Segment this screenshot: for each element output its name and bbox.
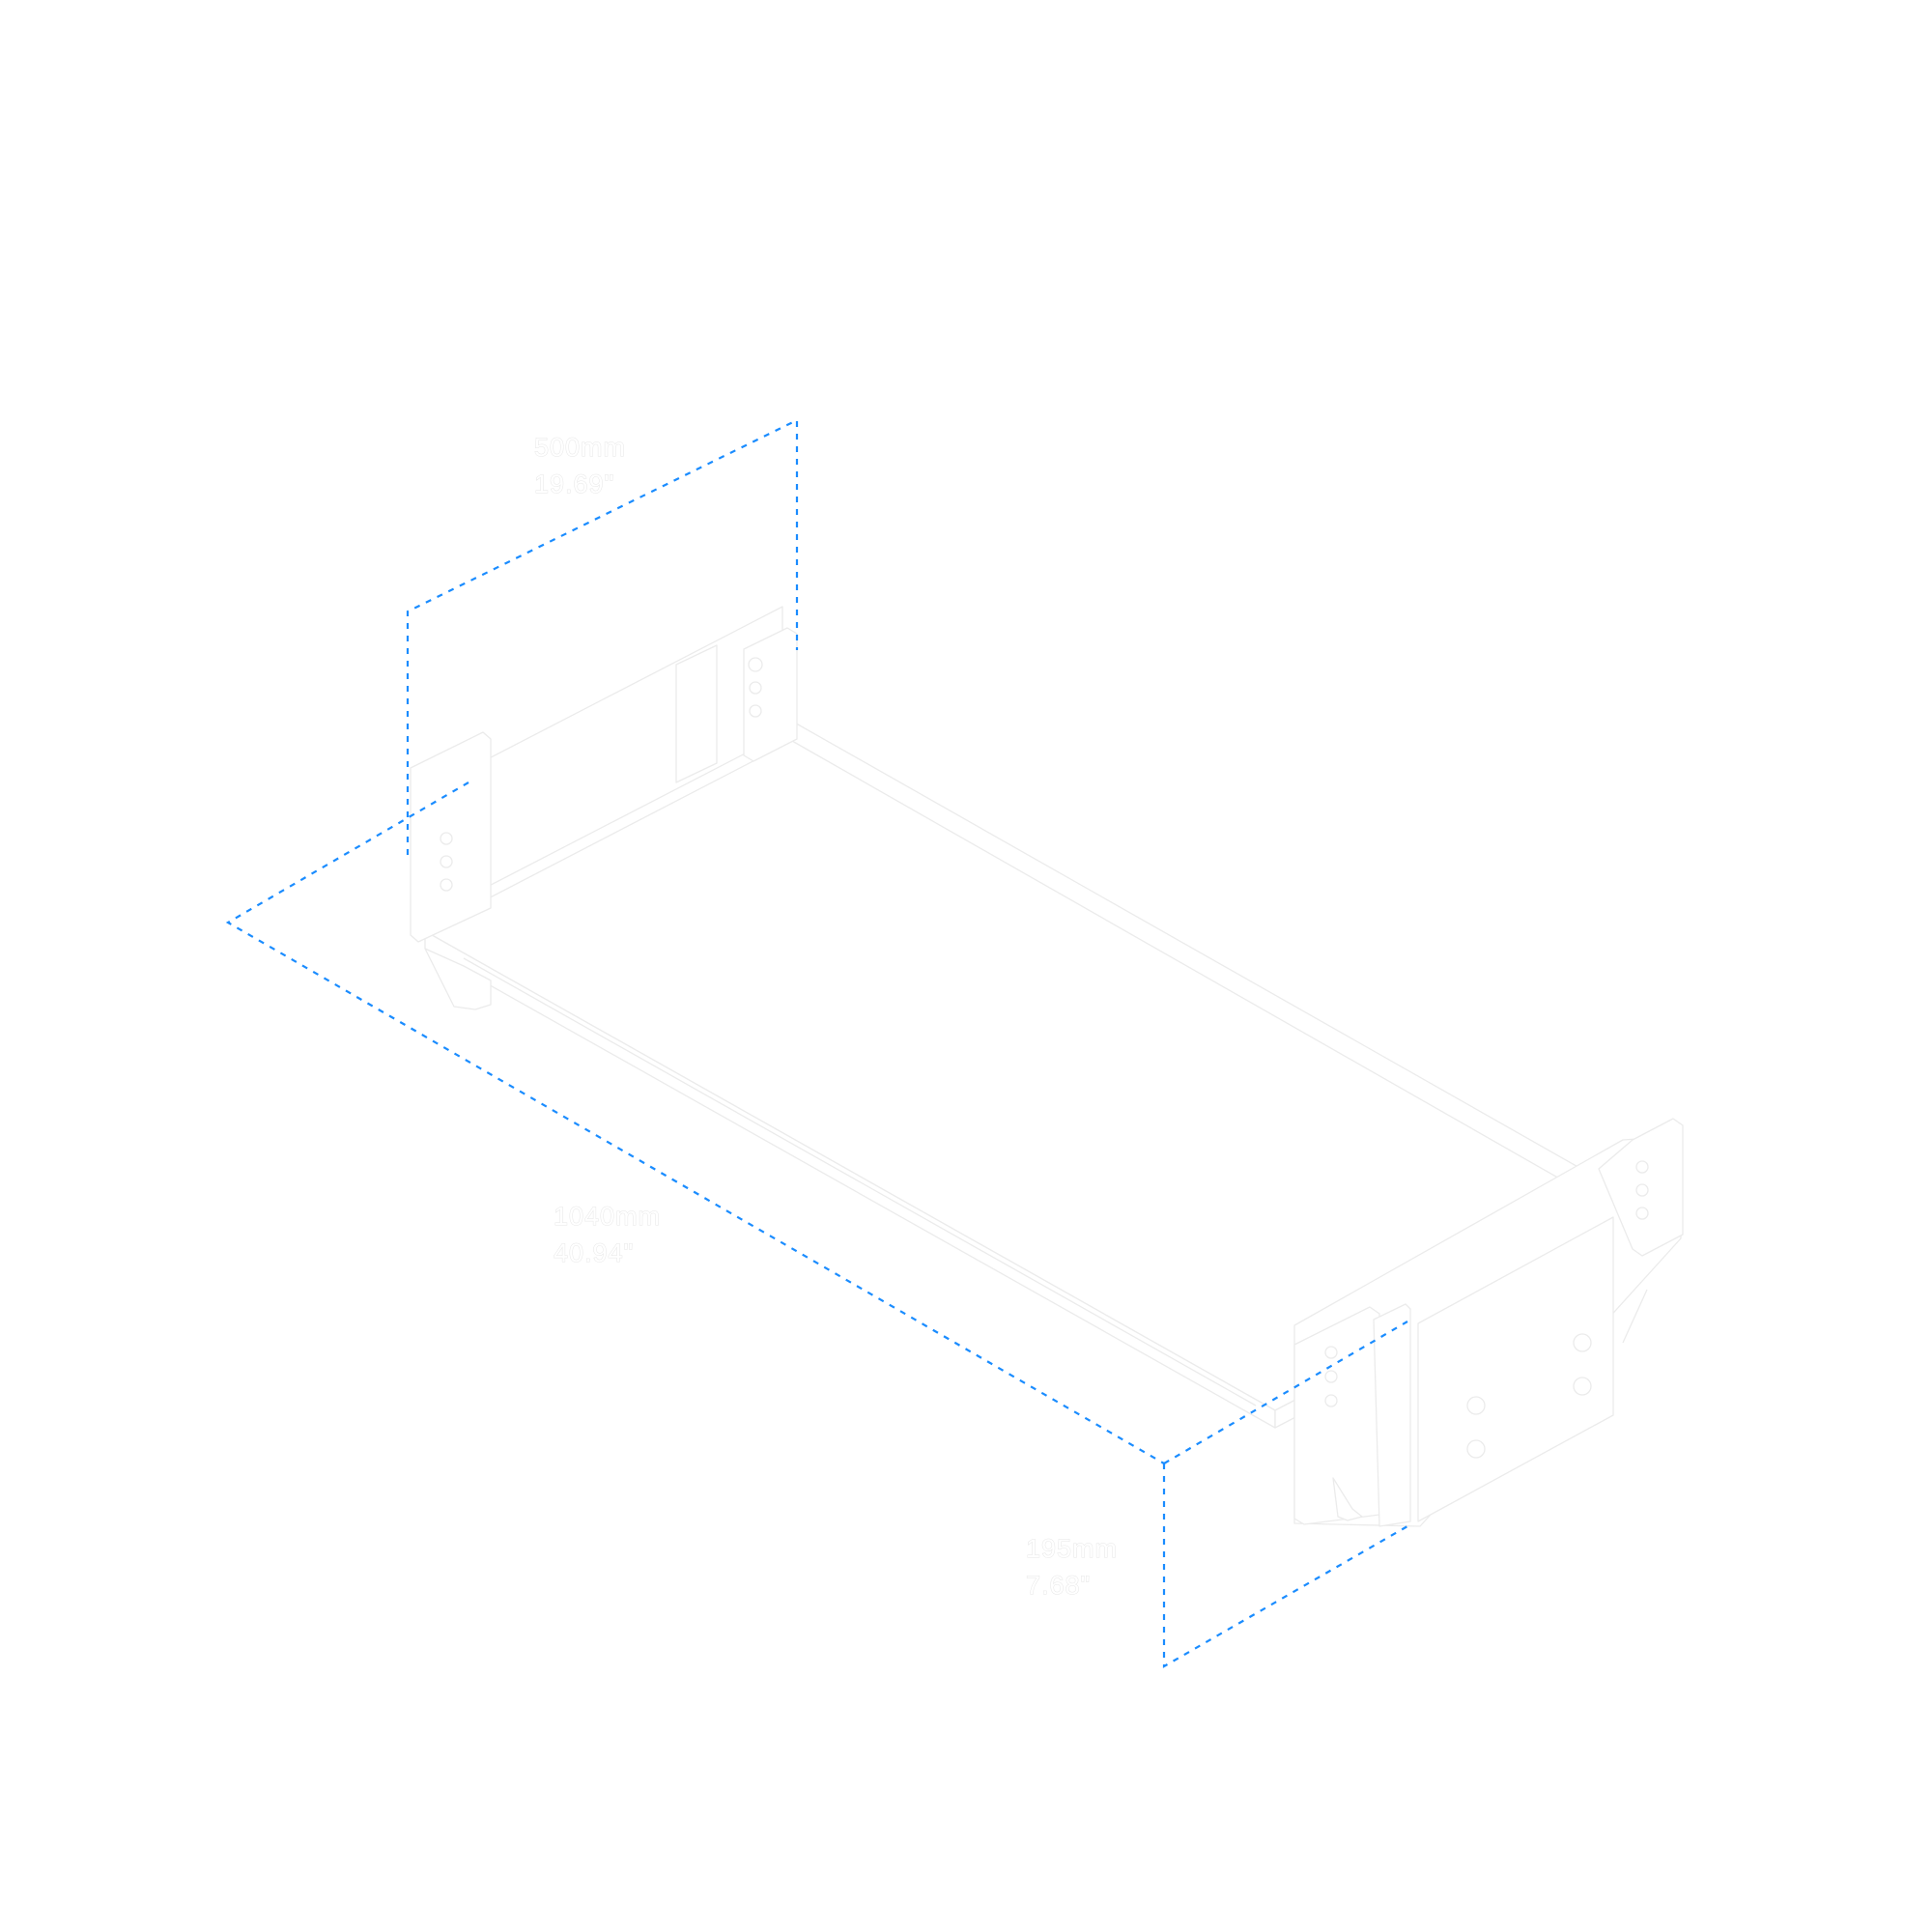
length-imperial-label: 40.94"	[554, 1238, 634, 1267]
width-metric-label: 500mm	[534, 433, 626, 462]
rail-line-front	[463, 957, 1257, 1406]
bracket-front-inner	[1373, 1303, 1411, 1527]
bracket-back-right	[743, 627, 798, 762]
bolt-hole	[1324, 1394, 1338, 1407]
bracket-back-left-inner	[675, 644, 718, 783]
bolt-hole	[1635, 1183, 1649, 1197]
bolt-hole	[1324, 1370, 1338, 1383]
product-outline	[410, 606, 1684, 1527]
bolt-hole	[749, 704, 762, 718]
length-dimension-line	[225, 781, 1165, 1464]
height-metric-label: 195mm	[1026, 1534, 1118, 1563]
height-dimension-top	[1163, 1321, 1408, 1464]
bolt-hole	[748, 657, 763, 672]
diagonal-brace	[1622, 1289, 1648, 1344]
bolt-hole	[1466, 1396, 1486, 1415]
dimension-lines	[225, 418, 1408, 1668]
bolt-hole	[1324, 1346, 1338, 1359]
bolt-hole	[1573, 1377, 1592, 1396]
width-imperial-label: 19.69"	[534, 469, 614, 498]
bolt-holes	[440, 657, 1649, 1459]
foot-front	[1332, 1477, 1363, 1521]
bolt-hole	[440, 878, 453, 892]
rail-line-back	[783, 716, 1634, 1199]
width-dimension-line	[406, 418, 799, 855]
foot-back-left	[424, 948, 492, 1010]
dimension-labels: 500mm 19.69" 1040mm 40.94" 195mm 7.68"	[534, 433, 1118, 1601]
bolt-hole	[1635, 1160, 1649, 1174]
height-imperial-label: 7.68"	[1026, 1571, 1091, 1600]
bolt-hole	[1466, 1439, 1486, 1459]
bolt-hole	[440, 855, 453, 868]
bolt-hole	[440, 832, 453, 845]
length-metric-label: 1040mm	[554, 1202, 661, 1231]
end-face-front	[1417, 1216, 1614, 1522]
height-dimension-line	[1162, 1463, 1408, 1668]
bolt-hole	[1635, 1207, 1649, 1220]
bolt-hole	[749, 681, 762, 695]
bolt-hole	[1573, 1333, 1592, 1352]
